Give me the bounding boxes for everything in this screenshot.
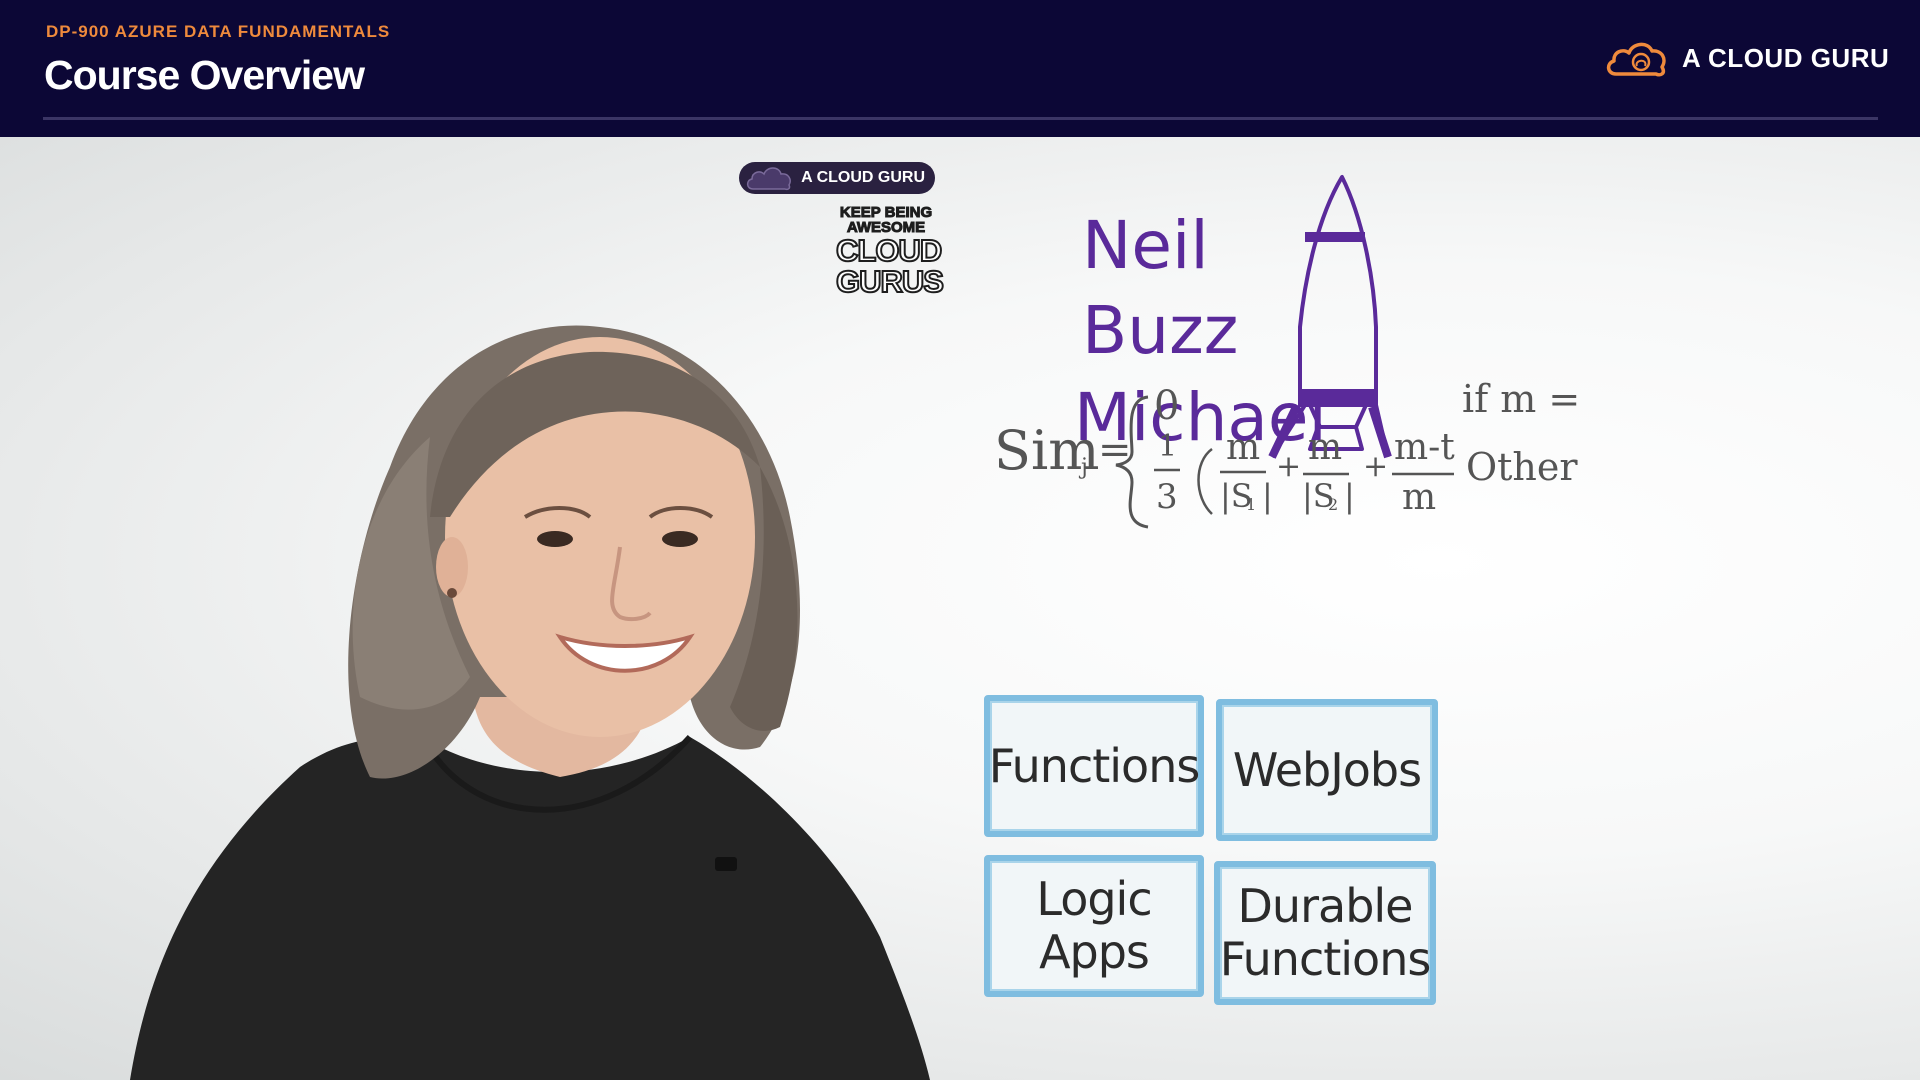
- brand-logo: A CLOUD GURU: [1604, 36, 1889, 80]
- whiteboard-name-2: Buzz: [1082, 292, 1239, 369]
- formula-case2-condition: Other: [1466, 445, 1578, 489]
- formula-plus-1: +: [1276, 449, 1302, 484]
- formula-term2-subscript: 2: [1328, 495, 1339, 514]
- formula-lhs: Sim: [994, 419, 1100, 482]
- whiteboard-name-1: Neil: [1082, 207, 1209, 284]
- formula-case1-value: 0: [1154, 383, 1180, 429]
- formula-term1-denominator: |S: [1220, 477, 1253, 515]
- formula-term1-subscript: 1: [1246, 495, 1257, 514]
- header-divider: [43, 117, 1878, 120]
- cloud-logo-icon: [1606, 42, 1666, 77]
- brand-name: A CLOUD GURU: [1682, 42, 1890, 73]
- card-label: Durable Functions: [1219, 879, 1432, 986]
- badge-line-4: GURUS: [835, 264, 945, 299]
- header-bar: DP-900 AZURE DATA FUNDAMENTALS Course Ov…: [0, 0, 1920, 137]
- badge-line-2: AWESOME: [846, 219, 926, 236]
- course-code: DP-900 AZURE DATA FUNDAMENTALS: [46, 22, 391, 41]
- keep-being-awesome-badge: KEEP BEING AWESOME CLOUD GURUS: [835, 204, 945, 299]
- card-label: WebJobs: [1232, 742, 1422, 797]
- card-durable-functions: Durable Functions: [1214, 861, 1436, 1005]
- formula-term2-numerator: m: [1308, 427, 1343, 468]
- card-webjobs: WebJobs: [1216, 699, 1438, 841]
- formula-term3-numerator: m-t: [1394, 427, 1455, 468]
- card-label: Logic Apps: [1036, 872, 1152, 979]
- badge-line-3: CLOUD: [835, 233, 943, 268]
- whiteboard-name-3: Michael: [1074, 379, 1327, 456]
- video-frame[interactable]: A CLOUD GURU KEEP BEING AWESOME CLOUD GU…: [0, 137, 1920, 1080]
- formula-term2-denominator: |S: [1302, 477, 1335, 515]
- brand-sticker: A CLOUD GURU: [739, 162, 935, 194]
- formula-equals: =: [1098, 427, 1132, 473]
- sticker-brand-text: A CLOUD GURU: [801, 169, 925, 186]
- formula-coef-denominator: 3: [1156, 477, 1178, 517]
- formula-brace: [1115, 395, 1454, 529]
- badge-line-1: KEEP BEING: [839, 204, 933, 221]
- card-functions: Functions: [984, 695, 1204, 837]
- card-label: Functions: [988, 738, 1201, 793]
- page-title: Course Overview: [44, 52, 365, 98]
- card-logic-apps: Logic Apps: [984, 855, 1204, 997]
- cloud-logo-icon: [746, 167, 791, 191]
- rocket-icon: [1268, 175, 1392, 459]
- formula-term1-numerator: m: [1226, 427, 1261, 468]
- formula-case1-condition: if m =: [1462, 377, 1581, 421]
- formula-term3-denominator: m: [1402, 477, 1437, 518]
- presenter-figure: [130, 325, 930, 1080]
- formula-term1-bar: |: [1262, 477, 1273, 515]
- formula-lhs-subscript: j: [1081, 455, 1088, 480]
- formula-plus-2: +: [1363, 449, 1389, 484]
- formula-coef-numerator: 1: [1158, 429, 1178, 464]
- formula-term2-bar: |: [1344, 477, 1355, 515]
